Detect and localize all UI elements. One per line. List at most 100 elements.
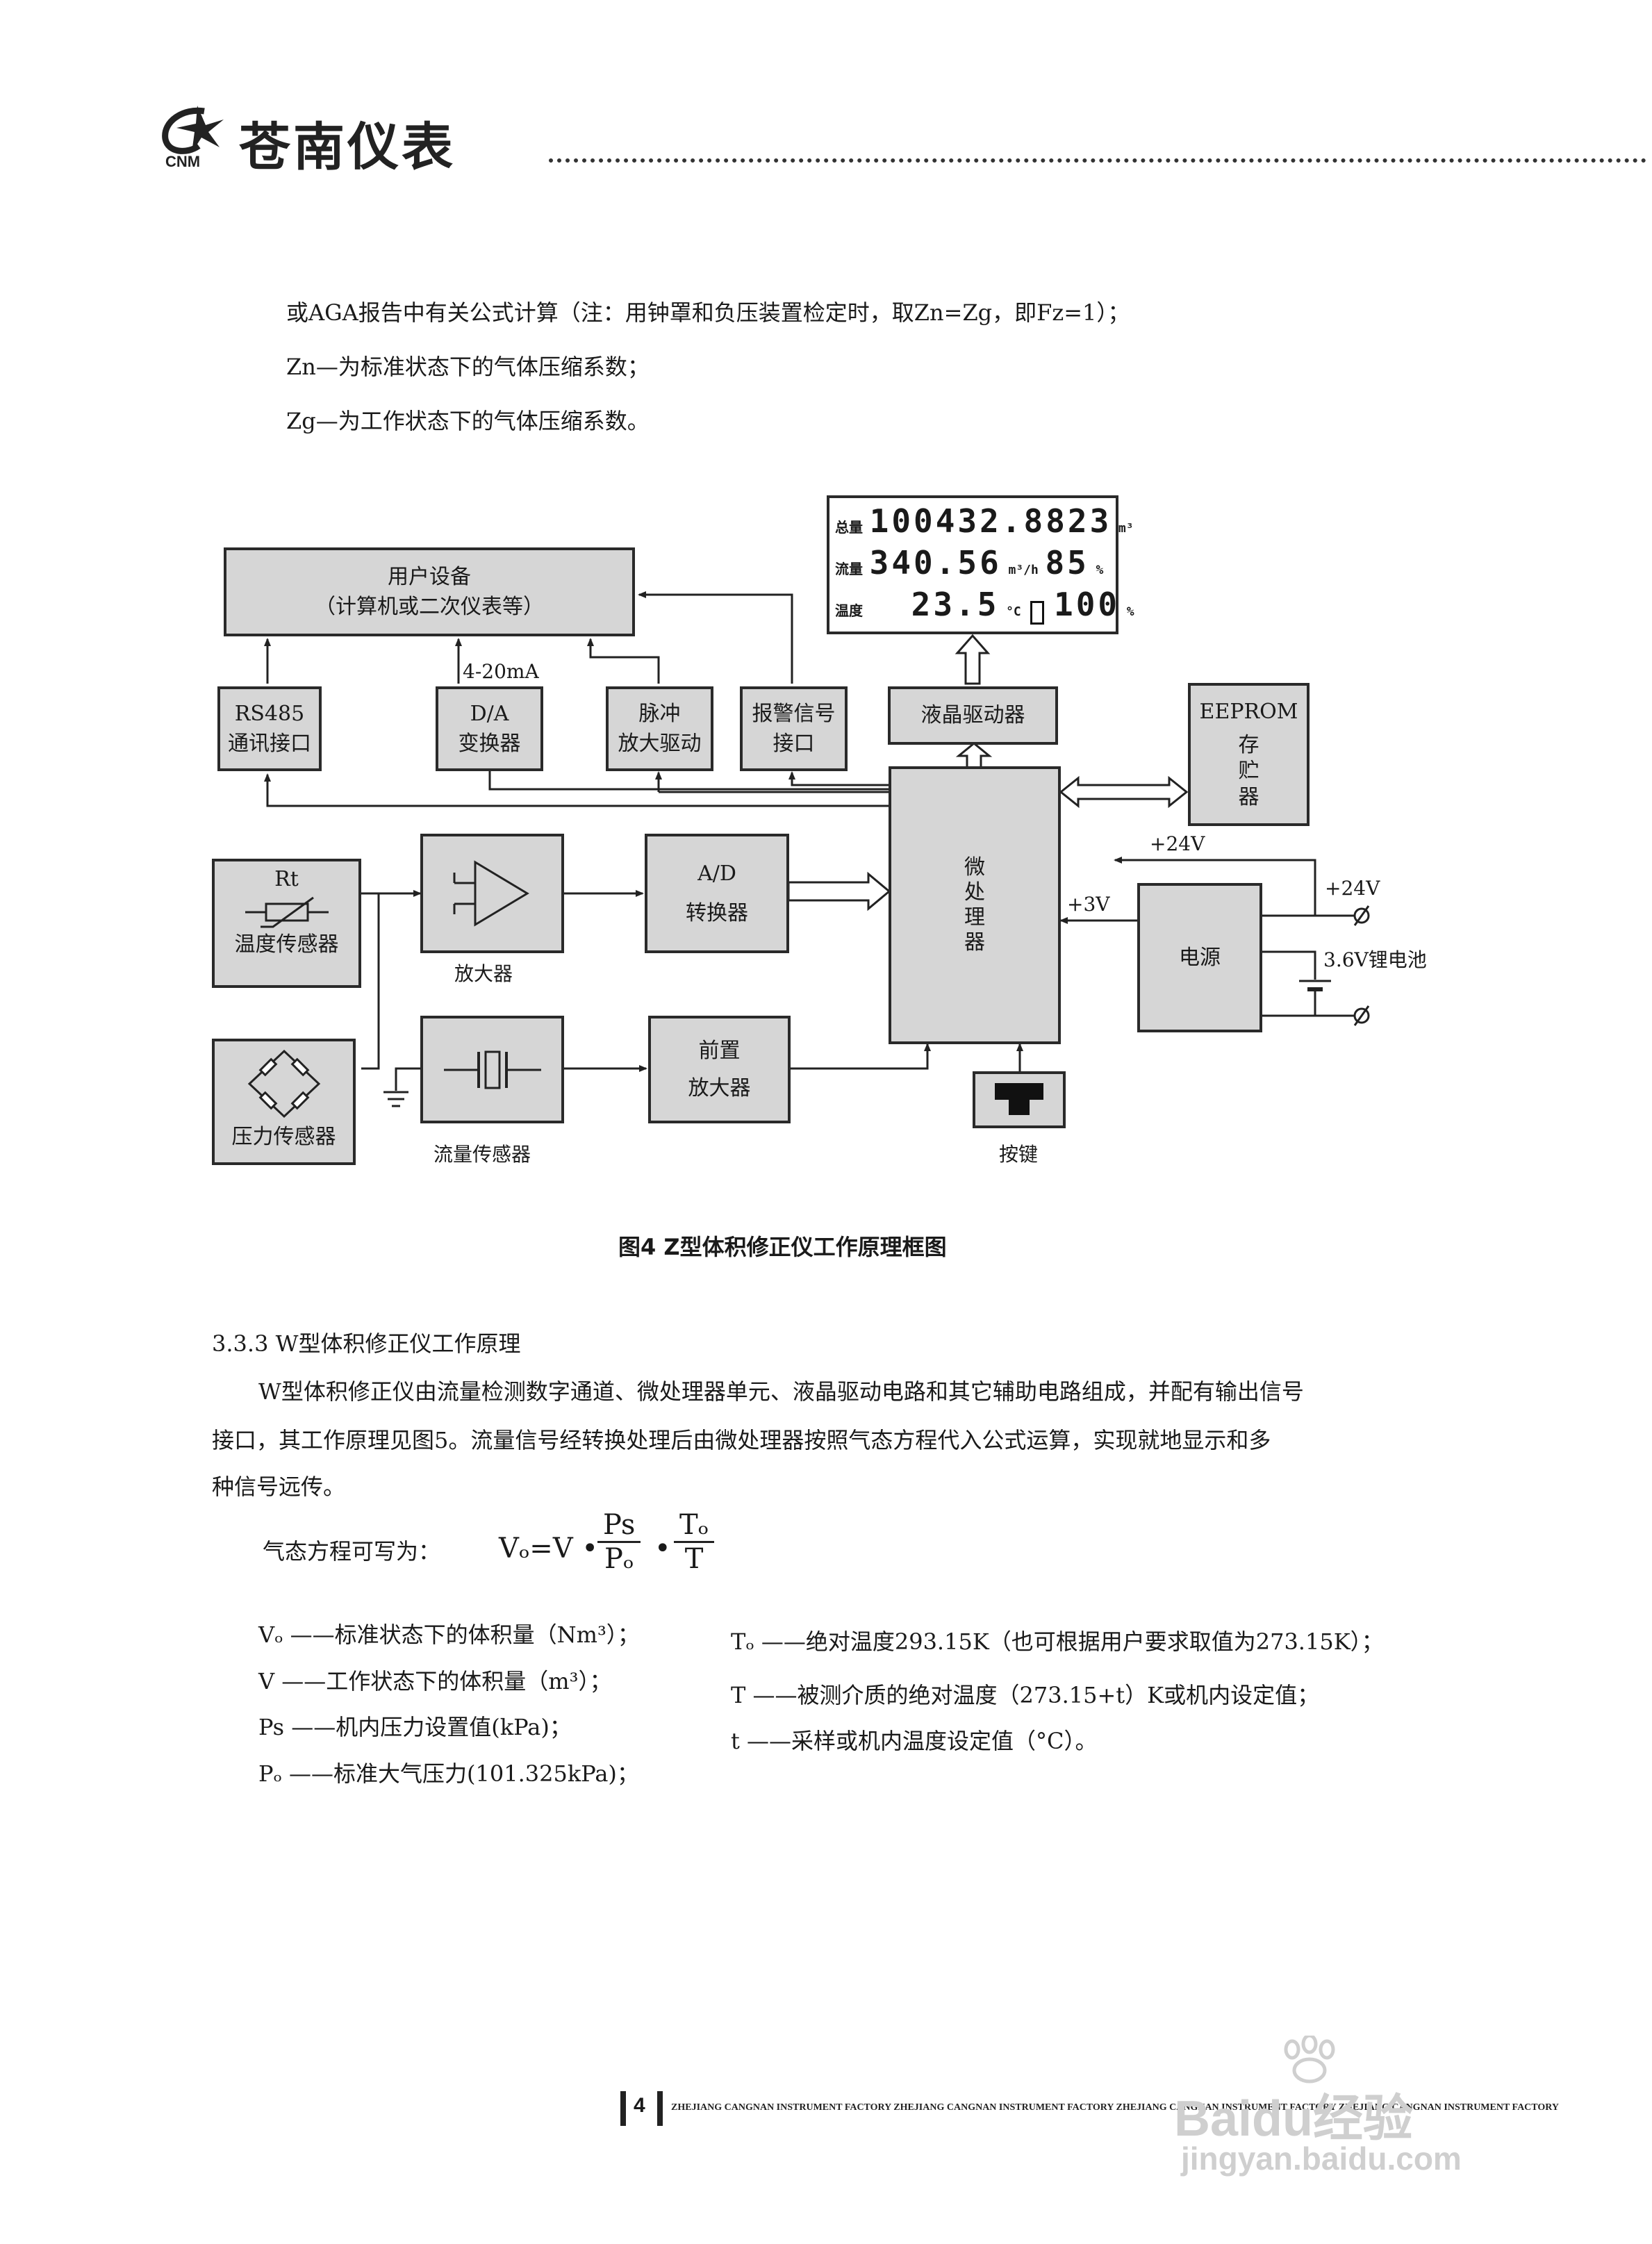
definition-right: Tₒ ——绝对温度293.15K（也可根据用户要求取值为273.15K）； <box>731 1628 1384 1655</box>
definition-right: T ——被测介质的绝对温度（273.15+t）K或机内设定值； <box>731 1682 1320 1708</box>
lcd-row-temp: 温度 23.5 °C 100 % <box>835 586 1134 625</box>
da-converter-box: D/A 变换器 <box>436 686 543 771</box>
frac-pressure-den: Pₒ <box>604 1543 634 1575</box>
lcd-flow-percent: 85 <box>1045 544 1089 581</box>
v24-top-label: +24V <box>1150 832 1205 855</box>
figure-caption: 图4 Z型体积修正仪工作原理框图 <box>618 1234 947 1260</box>
intro-line: 或AGA报告中有关公式计算（注：用钟罩和负压装置检定时，取Zn=Zg，即Fz=1… <box>286 299 1130 326</box>
cpu-char: 理 <box>964 905 985 930</box>
lcd-battery-percent: 100 <box>1054 586 1121 623</box>
user-device-title: 用户设备 <box>388 564 471 589</box>
temperature-sensor-label: 温度传感器 <box>234 932 339 957</box>
lcd-flow-unit: m³/h <box>1008 563 1039 577</box>
battery-icon <box>1030 600 1045 625</box>
formula-dot: • <box>654 1533 671 1565</box>
definition-left: V ——工作状态下的体积量（m³）； <box>258 1668 612 1694</box>
key-label: 按键 <box>999 1143 1039 1166</box>
power-label: 电源 <box>1179 945 1221 970</box>
rs485-box: RS485 通讯接口 <box>217 686 322 771</box>
lcd-temp-value: 23.5 <box>911 586 1000 623</box>
temperature-sensor-box: Rt 温度传感器 <box>212 859 361 988</box>
flow-sensor-box <box>420 1016 564 1123</box>
definition-left: Ps ——机内压力设置值(kPa)； <box>258 1714 572 1740</box>
paw-icon <box>1284 2036 1335 2084</box>
body-line: 接口，其工作原理见图5。流量信号经转换处理后由微处理器按照气态方程代入公式运算，… <box>212 1427 1271 1453</box>
v3-label: +3V <box>1067 893 1110 916</box>
baidu-watermark: Baidu经验 jingyan.baidu.com <box>1174 2036 1563 2181</box>
crystal-sensor-icon <box>443 1050 541 1089</box>
lcd-total-label: 总量 <box>835 519 863 536</box>
header-divider <box>549 158 1646 163</box>
formula-lhs: Vₒ=V • <box>499 1533 599 1565</box>
page-number: 4 <box>634 2094 645 2117</box>
formula-intro: 气态方程可写为： <box>263 1538 441 1565</box>
frac-temp-den: T <box>684 1543 704 1575</box>
pressure-sensor-label: 压力传感器 <box>231 1125 336 1149</box>
ad-converter-box: A/D 转换器 <box>645 834 789 953</box>
lcd-flow-percent-unit: % <box>1096 563 1104 577</box>
alarm-interface-box: 报警信号 接口 <box>740 686 848 771</box>
amplifier-box <box>420 834 564 953</box>
power-supply-box: 电源 <box>1137 883 1262 1032</box>
rs485-title: RS485 <box>234 701 305 726</box>
lcd-temp-unit: °C <box>1006 604 1021 619</box>
cpu-char: 微 <box>964 855 985 880</box>
lcd-total-value: 100432.8823 <box>869 502 1112 540</box>
key-icon <box>995 1083 1043 1115</box>
alarm-subtitle: 接口 <box>773 732 815 756</box>
pulse-subtitle: 放大驱动 <box>618 732 702 756</box>
definition-left: Pₒ ——标准大气压力(101.325kPa)； <box>258 1760 639 1787</box>
intro-line: Zg—为工作状态下的气体压缩系数。 <box>286 408 650 434</box>
rs485-subtitle: 通讯接口 <box>228 732 311 756</box>
alarm-title: 报警信号 <box>752 701 836 726</box>
thermistor-icon <box>245 896 329 927</box>
lcd-flow-label: 流量 <box>835 561 863 577</box>
cpu-char: 器 <box>964 930 985 955</box>
intro-line: Zn—为标准状态下的气体压缩系数； <box>286 354 650 380</box>
eeprom-title: EEPROM <box>1199 700 1298 724</box>
diagram-connections <box>264 591 1370 1107</box>
lcd-row-flow: 流量 340.56 m³/h 85 % <box>835 544 1103 581</box>
frac-pressure-num: Ps <box>597 1509 641 1543</box>
logo-text: 苍南仪表 <box>239 117 456 177</box>
definition-left: Vₒ ——标准状态下的体积量（Nm³）； <box>258 1622 640 1648</box>
bridge-sensor-icon <box>247 1049 320 1119</box>
v24-right-label: +24V <box>1325 877 1380 900</box>
watermark-url: jingyan.baidu.com <box>1181 2140 1462 2177</box>
key-box <box>973 1071 1066 1128</box>
ad-subtitle: 转换器 <box>686 901 748 925</box>
logo-mark-icon <box>162 106 224 154</box>
pulse-title: 脉冲 <box>638 701 681 726</box>
formula-fraction-pressure: Ps Pₒ <box>597 1509 641 1575</box>
footer-bar-left <box>620 2091 626 2126</box>
preamp-title: 前置 <box>698 1039 741 1063</box>
lcd-display: 总量 100432.8823 m³ 流量 340.56 m³/h 85 % 温度… <box>827 495 1134 634</box>
rt-label: Rt <box>274 867 299 891</box>
definition-right: t ——采样或机内温度设定值（°C）。 <box>731 1728 1098 1754</box>
footer-factory-text: ZHEJIANG CANGNAN INSTRUMENT FACTORY ZHEJ… <box>671 2102 1559 2113</box>
cpu-char: 处 <box>964 880 985 905</box>
lcd-flow-value: 340.56 <box>869 544 1002 581</box>
footer-bar-right <box>657 2091 663 2126</box>
formula-fraction-temperature: Tₒ T <box>674 1509 715 1575</box>
user-device-subtitle: （计算机或二次仪表等） <box>315 595 544 619</box>
body-line: W型体积修正仪由流量检测数字通道、微处理器单元、液晶驱动电路和其它辅助电路组成，… <box>258 1378 1304 1405</box>
lcd-row-total: 总量 100432.8823 m³ <box>835 502 1134 540</box>
lcd-driver-label: 液晶驱动器 <box>920 703 1025 728</box>
block-diagram: 用户设备 （计算机或二次仪表等） RS485 通讯接口 D/A 变换器 4-20… <box>212 495 1427 1166</box>
eeprom-char: 贮 <box>1238 759 1259 783</box>
section-heading: 3.3.3 W型体积修正仪工作原理 <box>212 1330 521 1357</box>
watermark-brand: Baidu经验 <box>1174 2091 1414 2147</box>
eeprom-char: 器 <box>1238 784 1259 809</box>
lcd-total-unit: m³ <box>1118 521 1134 536</box>
amplifier-label: 放大器 <box>454 962 513 985</box>
lcd-battery-percent-unit: % <box>1126 604 1134 619</box>
current-output-label: 4-20mA <box>463 660 539 683</box>
frac-temp-num: Tₒ <box>674 1509 715 1543</box>
lcd-temp-label: 温度 <box>835 602 863 619</box>
logo: CNM 苍南仪表 <box>156 104 545 177</box>
logo-mark-text: CNM <box>165 153 201 170</box>
user-device-box: 用户设备 （计算机或二次仪表等） <box>224 547 635 636</box>
eeprom-char: 存 <box>1238 732 1259 757</box>
pulse-driver-box: 脉冲 放大驱动 <box>606 686 713 771</box>
